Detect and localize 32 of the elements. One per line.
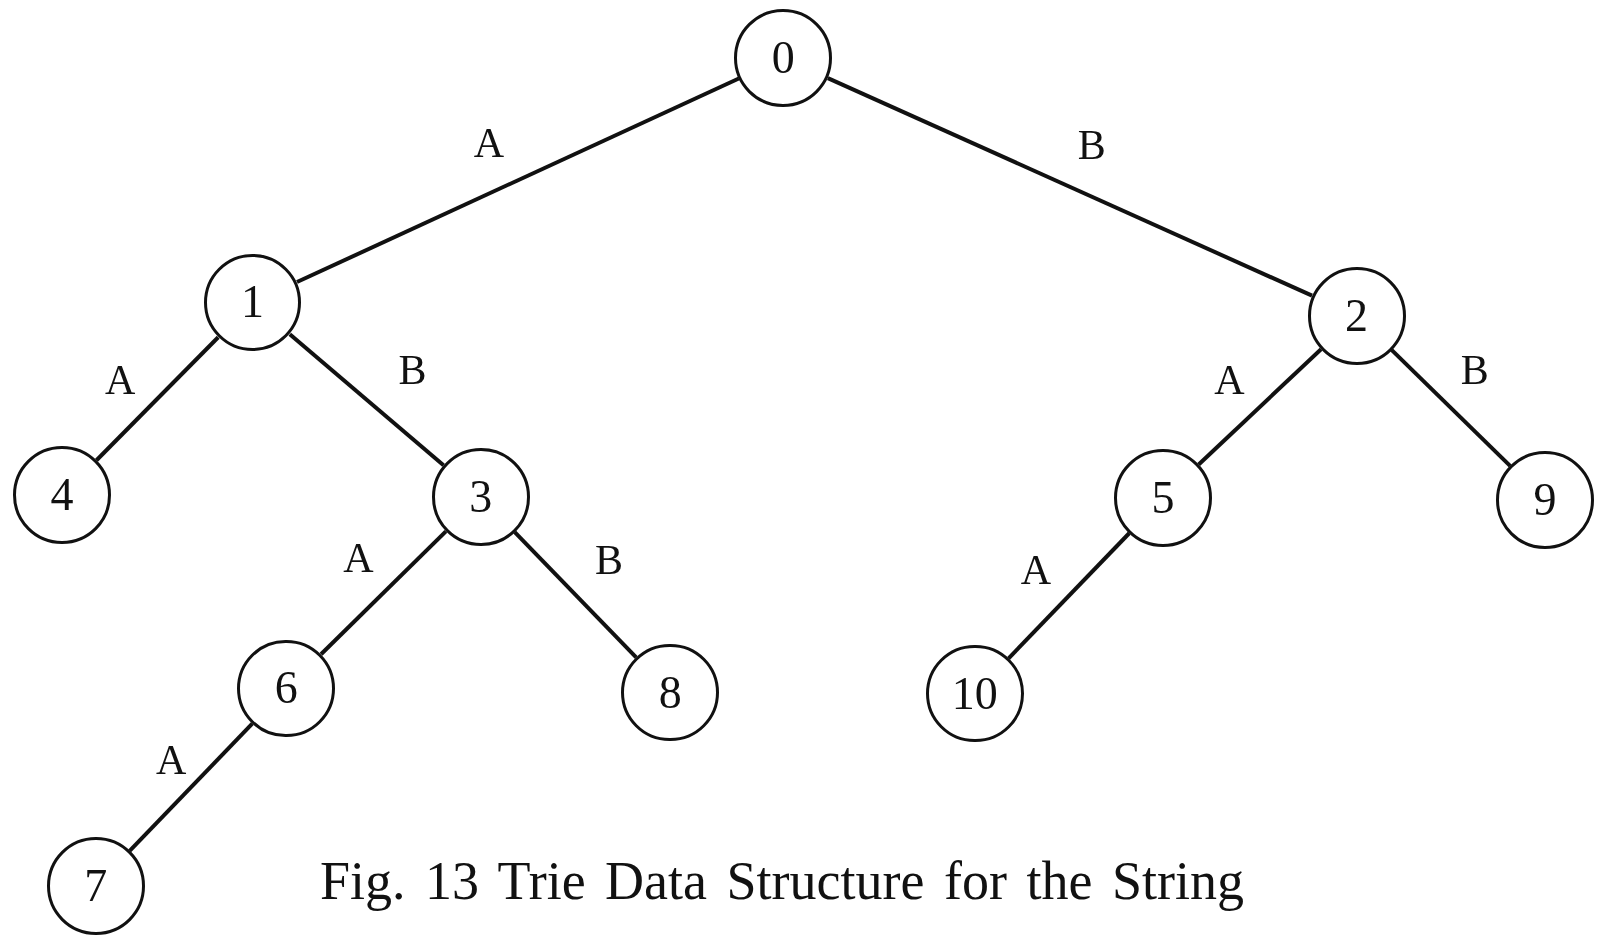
edge-label: A	[1020, 549, 1051, 592]
edge-label: A	[105, 358, 136, 401]
edge-label: B	[1077, 123, 1106, 166]
node-number: 10	[951, 670, 998, 717]
node-number: 2	[1345, 292, 1369, 339]
edge-label: A	[473, 121, 505, 164]
node-number: 5	[1151, 475, 1175, 522]
node-number: 0	[771, 35, 795, 82]
edge-line	[513, 530, 638, 659]
node-number: 7	[84, 863, 108, 910]
edge-label: A	[343, 537, 374, 580]
edge-line	[95, 335, 220, 462]
edge-line	[288, 332, 445, 467]
edge-line	[1007, 531, 1131, 660]
edge-line	[1390, 348, 1512, 468]
figure-caption: Fig. 13 Trie Data Structure for the String	[320, 852, 1244, 912]
edge-line	[128, 722, 254, 853]
edge-line	[296, 76, 740, 284]
node-number: 1	[241, 279, 265, 326]
edge-label: A	[1214, 358, 1245, 401]
edge-line	[1197, 347, 1323, 466]
node-number: 6	[274, 665, 298, 712]
edge-label: A	[155, 738, 187, 781]
edge-label: B	[398, 348, 427, 391]
edge-line	[319, 529, 448, 656]
node-number: 4	[50, 471, 74, 518]
node-number: 8	[658, 669, 682, 716]
edge-line	[827, 76, 1313, 298]
node-number: 3	[469, 474, 493, 520]
edge-label: B	[1460, 348, 1489, 391]
node-number: 9	[1533, 477, 1557, 524]
edge-label: B	[595, 539, 624, 582]
